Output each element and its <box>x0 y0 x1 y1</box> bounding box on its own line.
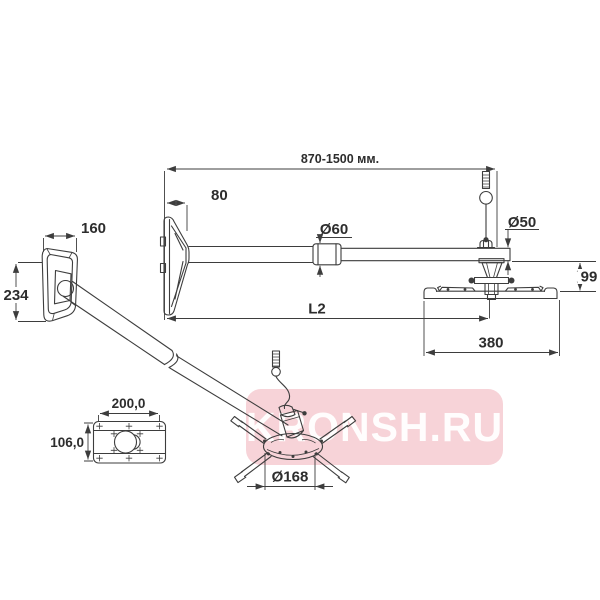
watermark-text: KRONSH.RU <box>245 403 504 450</box>
dim-spider-diameter <box>247 453 333 490</box>
dim-label-bracket-depth: 80 <box>211 187 228 204</box>
adjustment-screw <box>476 170 496 249</box>
keyhole-slot <box>113 430 138 454</box>
wall-plate-3d <box>41 247 78 322</box>
extension-lines <box>164 171 596 356</box>
dim-label-plate-height: 234 <box>3 287 29 304</box>
mount-head-side <box>423 258 558 301</box>
dim-label-plate-width: 160 <box>81 220 106 237</box>
dim-label-base-height: 106,0 <box>50 435 84 450</box>
perspective-view <box>12 232 357 490</box>
dim-label-l2: L2 <box>308 301 326 318</box>
wall-bracket-side <box>159 216 190 316</box>
dim-label-base-width: 200,0 <box>112 396 146 411</box>
base-plate-outline <box>92 420 167 464</box>
dim-label-outer-tube: Ø60 <box>320 221 348 238</box>
watermark-badge: KRONSH.RU <box>246 389 503 465</box>
dim-label-spider-diameter: Ø168 <box>272 469 309 486</box>
dim-label-length-range: 870-1500 мм. <box>301 152 379 166</box>
spider-mount-3d <box>230 350 357 484</box>
side-view <box>159 165 596 356</box>
dim-label-inner-tube: Ø50 <box>508 214 536 231</box>
dimension-labels: 870-1500 мм. 80 160 234 Ø60 Ø50 99 L2 38… <box>2 152 600 486</box>
telescopic-tube-side <box>188 243 511 266</box>
screw-hole-marks <box>96 423 163 462</box>
base-plate-top-view <box>84 410 167 464</box>
dim-label-head-height: 99 <box>581 269 598 286</box>
telescopic-tube-3d <box>62 280 289 437</box>
dim-label-head-width: 380 <box>478 335 503 352</box>
